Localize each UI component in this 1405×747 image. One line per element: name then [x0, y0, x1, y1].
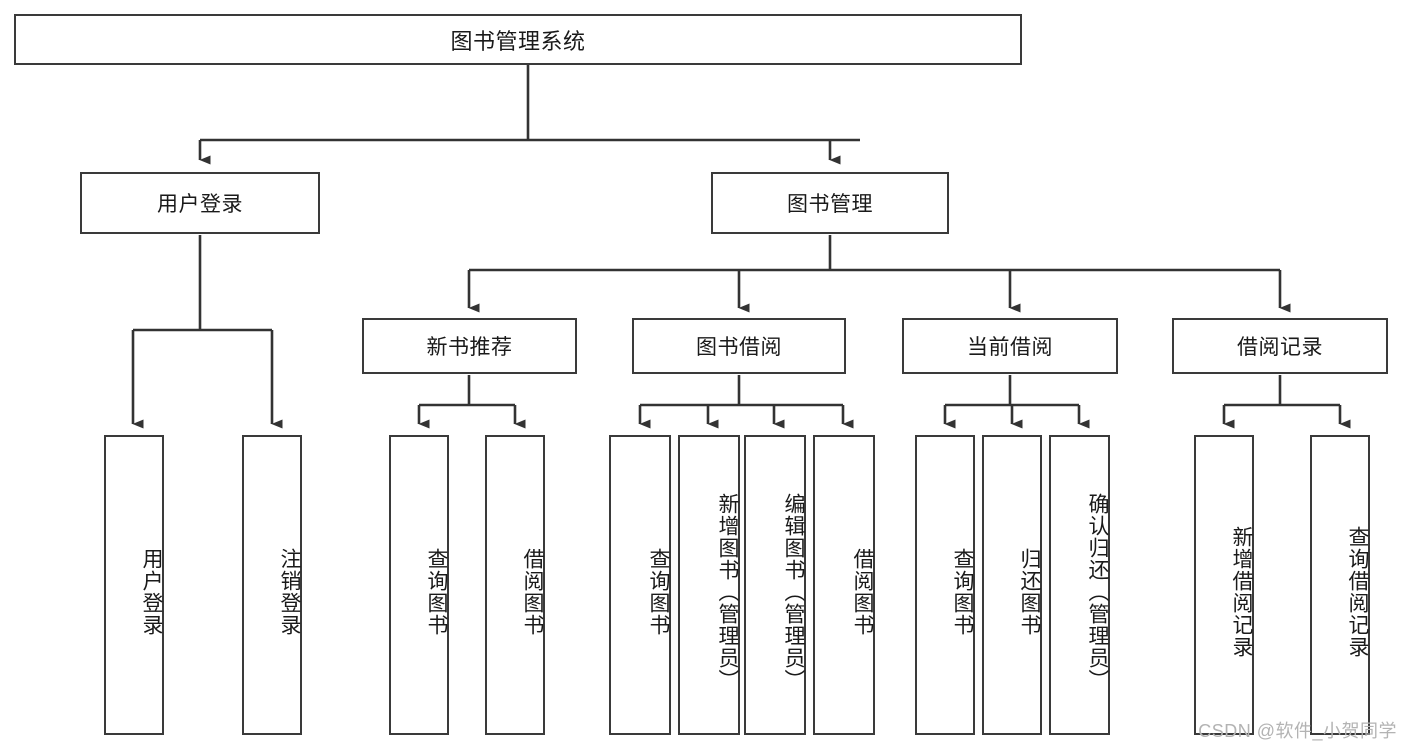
leaf-current-confirm-return-admin[interactable]: 确认归还（管理员）: [1049, 435, 1110, 735]
node-label: 查询图书: [951, 548, 974, 636]
leaf-current-return-book[interactable]: 归还图书: [982, 435, 1042, 735]
leaf-borrow-add-book-admin[interactable]: 新增图书（管理员）: [678, 435, 740, 735]
leaf-recommend-borrow-book[interactable]: 借阅图书: [485, 435, 545, 735]
leaf-borrow-borrow-book[interactable]: 借阅图书: [813, 435, 875, 735]
node-root-system[interactable]: 图书管理系统: [14, 14, 1022, 65]
node-label: 新书推荐: [426, 336, 513, 359]
node-label: 查询借阅记录: [1346, 526, 1369, 658]
leaf-user-login-signout[interactable]: 注销登录: [242, 435, 302, 735]
node-user-login[interactable]: 用户登录: [80, 172, 320, 234]
node-label: 归还图书: [1018, 548, 1041, 636]
node-label: 确认归还（管理员）: [1086, 493, 1109, 691]
node-label: 用户登录: [157, 193, 243, 216]
node-label: 新增借阅记录: [1230, 526, 1253, 658]
leaf-recommend-query-book[interactable]: 查询图书: [389, 435, 449, 735]
node-borrow-record[interactable]: 借阅记录: [1172, 318, 1388, 374]
node-label: 查询图书: [425, 548, 448, 636]
node-label: 借阅记录: [1237, 336, 1323, 359]
node-book-management[interactable]: 图书管理: [711, 172, 949, 234]
node-current-borrow[interactable]: 当前借阅: [902, 318, 1118, 374]
node-label: 查询图书: [647, 548, 670, 636]
node-label: 借阅图书: [521, 548, 544, 636]
leaf-borrow-query-book[interactable]: 查询图书: [609, 435, 671, 735]
node-label: 图书管理: [787, 193, 873, 216]
node-label: 编辑图书（管理员）: [782, 493, 805, 691]
node-label: 图书管理系统: [450, 28, 586, 54]
node-book-borrow[interactable]: 图书借阅: [632, 318, 846, 374]
leaf-user-login-signin[interactable]: 用户登录: [104, 435, 164, 735]
leaf-borrow-edit-book-admin[interactable]: 编辑图书（管理员）: [744, 435, 806, 735]
watermark-text: CSDN @软件_小贺同学: [1198, 721, 1397, 741]
node-label: 借阅图书: [851, 548, 874, 636]
leaf-record-add-record[interactable]: 新增借阅记录: [1194, 435, 1254, 735]
node-label: 用户登录: [140, 548, 163, 636]
node-label: 新增图书（管理员）: [716, 493, 739, 691]
leaf-record-query-record[interactable]: 查询借阅记录: [1310, 435, 1370, 735]
node-label: 注销登录: [278, 548, 301, 636]
node-label: 当前借阅: [967, 336, 1053, 359]
node-label: 图书借阅: [696, 336, 782, 359]
node-new-book-recommend[interactable]: 新书推荐: [362, 318, 577, 374]
leaf-current-query-book[interactable]: 查询图书: [915, 435, 975, 735]
